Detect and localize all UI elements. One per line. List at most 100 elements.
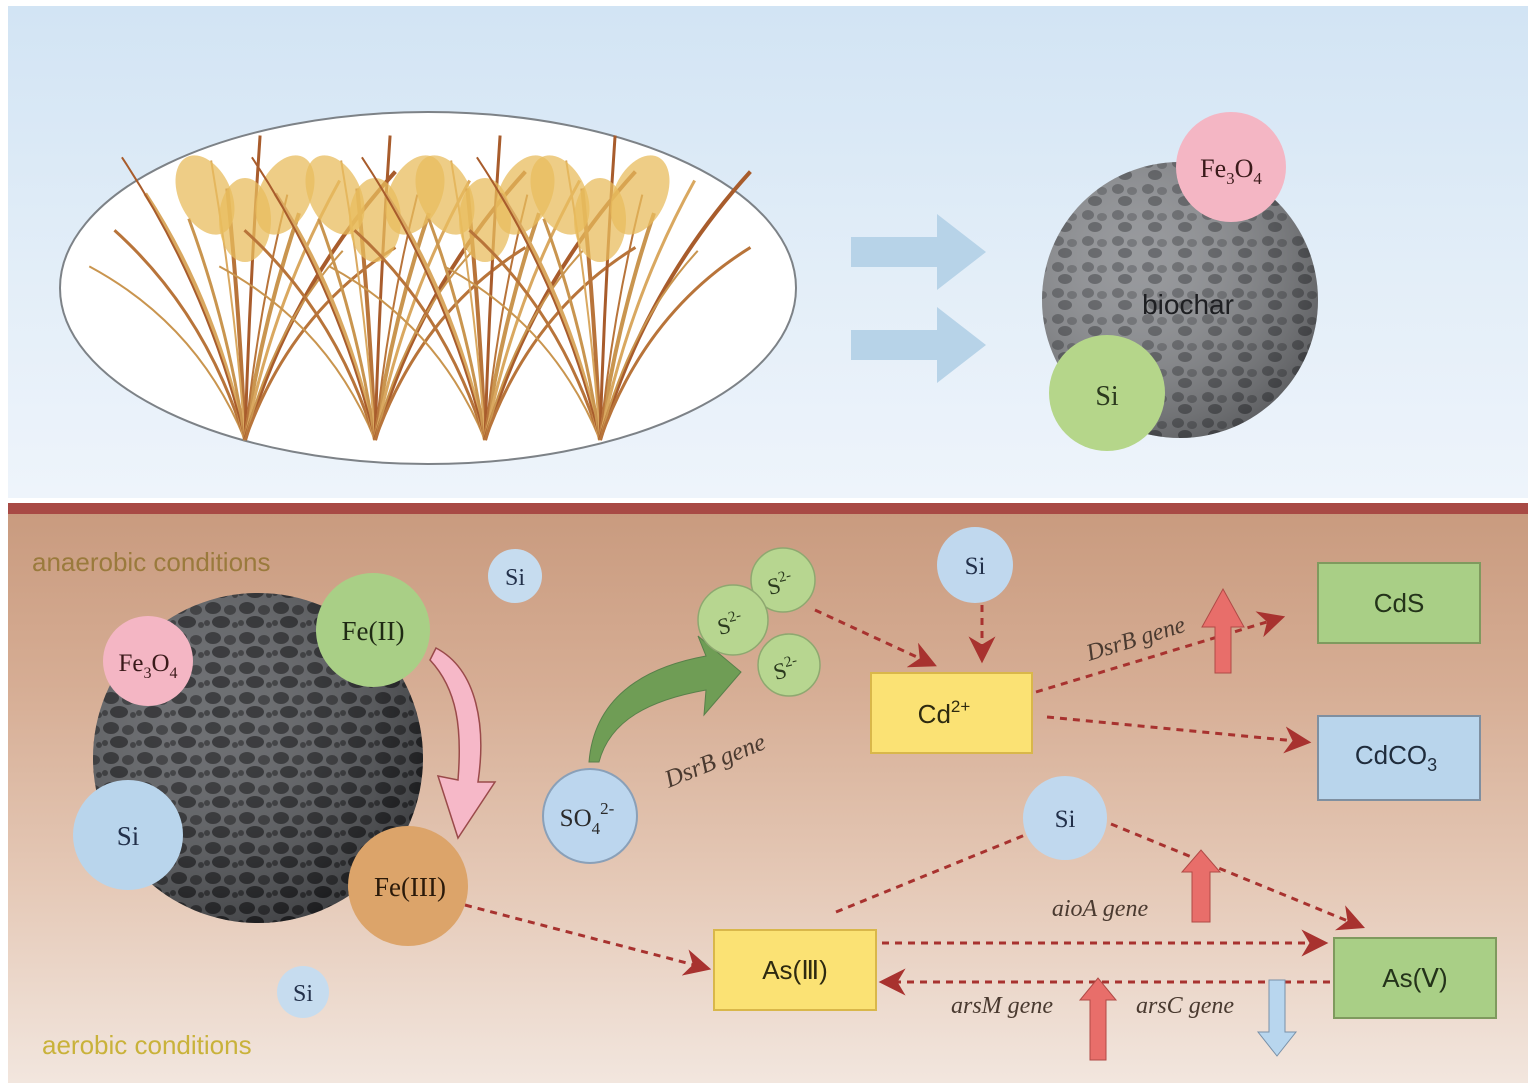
dsrb-cds-gene-label: DsrB gene [1082, 612, 1188, 667]
sulfate-label: SO42- [560, 799, 615, 838]
fe3-label: Fe(III) [374, 872, 446, 902]
as5-box [1333, 937, 1497, 1019]
right-arrow-icon [851, 307, 986, 383]
rice-leaf [598, 179, 696, 441]
rice-leaf [483, 246, 637, 441]
rice-leaf [598, 170, 752, 441]
rice-leaf [484, 250, 584, 441]
as-si-label: Si [1055, 806, 1076, 833]
rice-plant [443, 135, 752, 441]
sulfide-label: S2- [764, 567, 795, 599]
fe3o4-label: Fe3O4 [118, 650, 177, 682]
rice-leaf [373, 212, 431, 441]
sulfide-circle [697, 584, 769, 656]
rice-leaf [598, 212, 656, 441]
aerobic-label: aerobic conditions [42, 1030, 252, 1060]
free-si-label: Si [293, 981, 313, 1007]
fe2-label: Fe(II) [342, 616, 405, 646]
biochar-label: biochar [1142, 289, 1234, 320]
cds-box [1317, 562, 1481, 644]
up-arrow-icon [1180, 849, 1222, 923]
right-arrow-icon [851, 214, 986, 290]
rice-leaf [243, 229, 377, 441]
si-label: Si [117, 821, 140, 851]
sulfide-to-cd-arrow [814, 608, 937, 668]
down-arrow-icon [1256, 979, 1298, 1057]
reduction-curved-arrow [588, 635, 742, 763]
rice-leaf [88, 265, 246, 441]
oxidation-curved-arrow [429, 646, 497, 840]
si-label: Si [1095, 381, 1119, 412]
rice-leaf [243, 135, 262, 441]
cd-label: Cd2+ [918, 697, 971, 729]
up-arrow-icon [1201, 587, 1245, 674]
rice-plant [88, 135, 397, 441]
up-arrow-icon [1078, 977, 1118, 1061]
rice-leaf [113, 229, 247, 441]
biochar-top: biochar Fe3O4 Si [1042, 112, 1318, 451]
cd-box [870, 672, 1033, 754]
rice-leaf [353, 229, 487, 441]
sulfide-label: S2- [770, 652, 801, 684]
sulfide-label: S2- [714, 607, 745, 639]
aioa-gene-label: aioA gene [1052, 896, 1149, 922]
rice-leaf [427, 218, 487, 441]
rice-leaf [187, 218, 247, 441]
rice-leaf [121, 156, 246, 441]
rice-leaf [328, 265, 486, 441]
sulfide-circle [757, 633, 821, 697]
rice-leaf [542, 218, 602, 441]
si-circle [1049, 335, 1165, 451]
fe3o4-circle [103, 616, 193, 706]
cd-si-label: Si [965, 553, 986, 580]
biochar-cluster: Fe3O4 Fe(II) Si Fe(III) [73, 573, 497, 946]
as5-label: As(Ⅴ) [1382, 963, 1447, 993]
rice-leaf [599, 250, 699, 441]
as-si-circle [1023, 776, 1107, 860]
rice-leaf [374, 250, 474, 441]
rice-leaf [598, 246, 752, 441]
sulfide-circle [750, 547, 816, 613]
rice-leaf [244, 250, 344, 441]
rice-leaf [373, 135, 392, 441]
rice-leaf [218, 265, 376, 441]
sulfate-circle [542, 768, 638, 864]
rice-leaf [483, 135, 502, 441]
rice-grain-head [255, 155, 315, 235]
rice-leaf [317, 218, 377, 441]
rice-grain-head [610, 155, 670, 235]
fe3o4-circle [1176, 112, 1286, 222]
cd-si-circle [937, 527, 1013, 603]
cdco3-box [1317, 715, 1481, 801]
fe3o4-label: Fe3O4 [1200, 154, 1262, 188]
si-circle [73, 780, 183, 890]
rice-leaf [243, 212, 301, 441]
rice-straw-field [59, 111, 797, 465]
rice-leaf [361, 156, 486, 441]
arsc-gene-label: arsC gene [1136, 993, 1234, 1019]
rice-leaf [598, 135, 617, 441]
rice-leaf [468, 229, 602, 441]
arsenic-pathway: Si aioA gene As(Ⅲ) As(Ⅴ) arsM gene arsC … [464, 776, 1497, 1061]
fe3-circle [348, 826, 468, 946]
fe3-to-as3-arrow [464, 903, 712, 976]
free-si-label: Si [505, 565, 525, 591]
as3-box [713, 929, 877, 1011]
as3-label: As(Ⅲ) [762, 955, 828, 985]
arsm-gene-label: arsM gene [951, 993, 1053, 1019]
rice-leaf [251, 156, 376, 441]
cd-to-cds-arrow [1035, 611, 1286, 694]
fe2-circle [316, 573, 430, 687]
rice-leaf [243, 246, 397, 441]
rice-leaf [443, 265, 601, 441]
conversion-arrows [851, 214, 986, 383]
as3-to-si-line [835, 833, 1026, 914]
free-si-circle [488, 549, 542, 603]
rice-plants [88, 135, 752, 441]
dsrb-gene-label: DsrB gene [660, 729, 770, 794]
sulfate-reduction: SO42- DsrB gene S2- S2- S2- [542, 547, 821, 864]
cd-to-cdco3-arrow [1046, 715, 1312, 754]
anaerobic-label: anaerobic conditions [32, 547, 271, 577]
si-to-as5-arrow [1110, 822, 1365, 931]
